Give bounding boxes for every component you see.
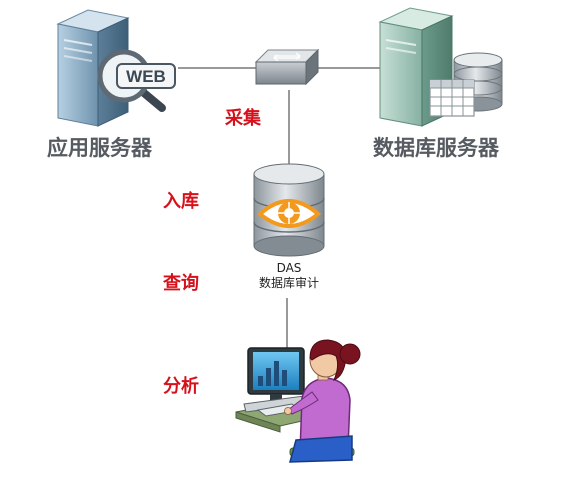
web-badge-text: WEB: [126, 67, 166, 86]
connection-lines: [178, 67, 380, 352]
step-collect-label: 采集: [225, 108, 261, 129]
switch-icon: [254, 48, 320, 86]
eye-icon: [256, 199, 322, 228]
das-subtitle-label: 数据库审计: [258, 276, 319, 290]
step-query-label: 查询: [163, 273, 199, 294]
das-name-label: DAS: [276, 261, 302, 275]
table-grid-icon: [429, 79, 475, 117]
app-server-icon: WEB: [56, 9, 176, 127]
db-server-icon: [378, 7, 503, 127]
analyst-workstation-icon: [235, 339, 361, 463]
step-analyze-label: 分析: [163, 376, 199, 397]
app-server-label: 应用服务器: [47, 136, 152, 160]
step-store-label: 入库: [163, 191, 199, 212]
das-cylinder-icon: [253, 163, 325, 257]
db-server-label: 数据库服务器: [373, 136, 499, 160]
